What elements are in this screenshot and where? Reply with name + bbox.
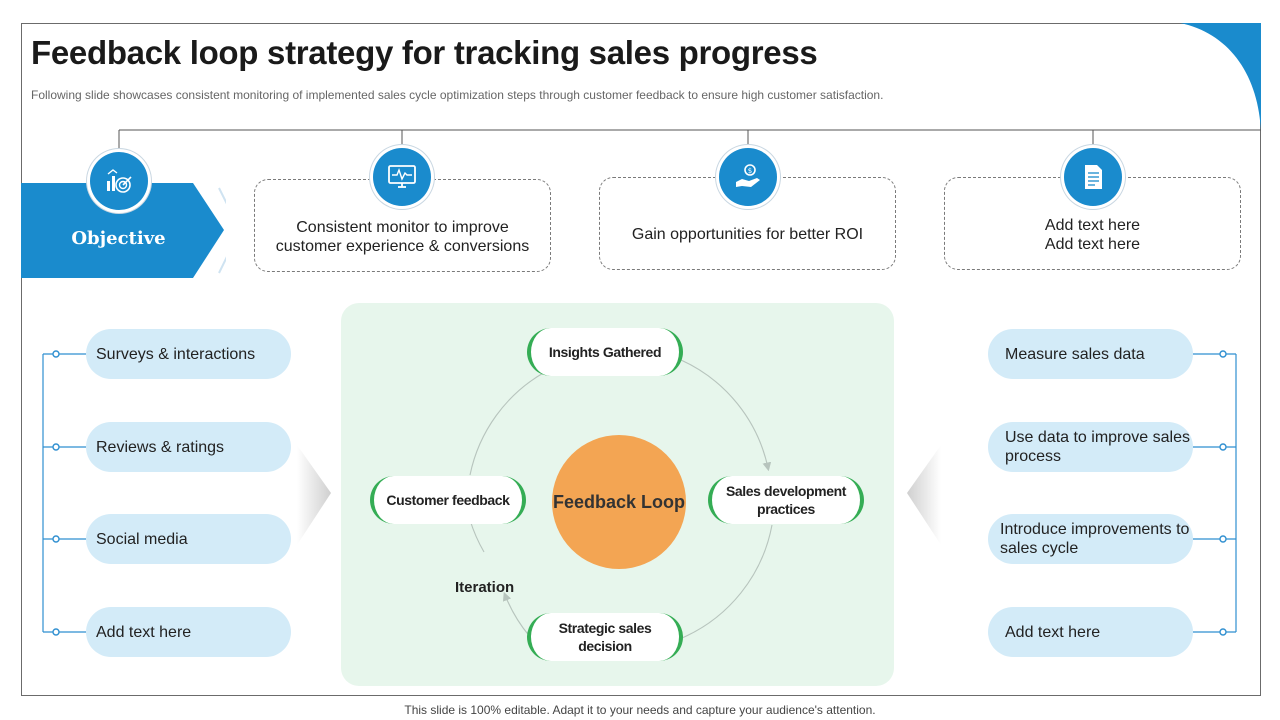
objective-label: Objective (71, 228, 166, 249)
hand-coin-icon: $ (736, 164, 760, 187)
goal-icon-1 (373, 148, 431, 206)
slide-frame (21, 23, 1261, 696)
objective-icon (90, 152, 148, 210)
objective-banner (21, 183, 226, 278)
stage-right: Sales development practices (708, 476, 864, 524)
iteration-label: Iteration (455, 579, 515, 596)
corner-decoration (1180, 23, 1261, 131)
right-item-4: Add text here (988, 607, 1193, 657)
left-item-4: Add text here (86, 607, 291, 657)
left-item-3: Social media (86, 514, 291, 564)
monitor-icon (388, 165, 416, 188)
chart-target-icon (107, 169, 132, 193)
footer-note: This slide is 100% editable. Adapt it to… (404, 703, 876, 717)
page-title: Feedback loop strategy for tracking sale… (31, 34, 818, 71)
goal-box-1: Consistent monitor to improve customer e… (254, 179, 551, 272)
right-item-2: Use data to improve sales process (988, 422, 1193, 472)
goal-icon-2: $ (719, 148, 777, 206)
svg-text:$: $ (748, 167, 752, 175)
stage-top: Insights Gathered (527, 328, 683, 376)
right-chevron (907, 445, 941, 545)
stage-left: Customer feedback (370, 476, 526, 524)
goal-icon-3 (1064, 148, 1122, 206)
left-item-2: Reviews & ratings (86, 422, 291, 472)
loop-center: Feedback Loop (552, 435, 686, 569)
right-item-3: Introduce improvements to sales cycle (988, 514, 1193, 564)
page-subtitle: Following slide showcases consistent mon… (31, 88, 884, 102)
left-item-1: Surveys & interactions (86, 329, 291, 379)
stage-bottom: Strategic sales decision (527, 613, 683, 661)
right-item-1: Measure sales data (988, 329, 1193, 379)
left-chevron (297, 445, 331, 545)
document-icon (1085, 165, 1102, 189)
